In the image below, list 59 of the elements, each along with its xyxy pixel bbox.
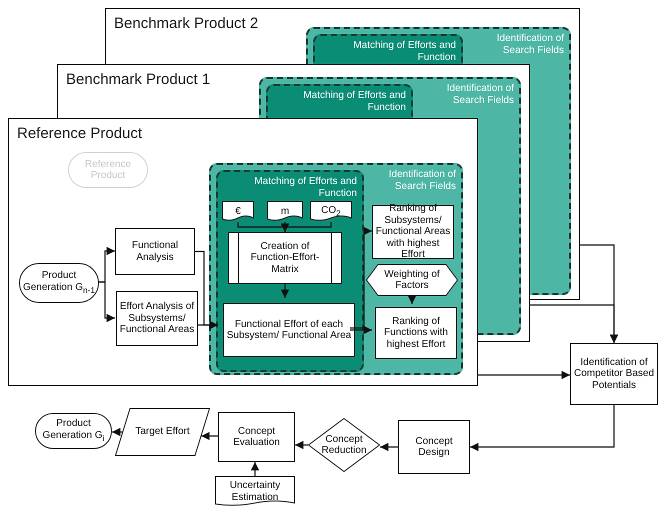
node-label: Product Generation G$_{n-1}$: [22, 270, 96, 296]
node-label: Product Generation G$_{i}$: [42, 418, 106, 444]
process-box: [115, 228, 195, 275]
connector-arrow: [280, 284, 290, 298]
connector-arrow: [98, 281, 115, 322]
connector-arrow: [530, 304, 618, 343]
node-label: Ranking of Functions with highest Effort: [383, 316, 449, 350]
predefined-process-box: [228, 232, 342, 284]
document-shape: [310, 201, 352, 222]
decision-diamond: [308, 418, 380, 472]
node-label: Functional Effort of each Subsystem/ Functional Area: [226, 318, 352, 342]
connector-arrow: [250, 462, 260, 476]
document-shape: [222, 201, 254, 222]
node-label: Creation of Function-Effort-Matrix: [250, 240, 320, 276]
terminal-shape: [35, 413, 112, 449]
node-label: Target Effort: [135, 426, 190, 438]
panel-heading: Identification of Search Fields: [446, 83, 514, 106]
node-label: Ranking of Subsystems/ Functional Areas with highest Effort: [375, 203, 451, 261]
sheet-title: Benchmark Product 1: [66, 71, 210, 88]
process-box: [398, 420, 470, 474]
sheet-title: Benchmark Product 2: [114, 15, 258, 32]
connector-arrow: [470, 405, 615, 452]
sheet-title: Reference Product: [17, 125, 142, 142]
panel-heading: Identification of Search Fields: [496, 33, 564, 56]
process-box: [570, 343, 658, 405]
process-box: [116, 291, 198, 346]
connector-arrow: [350, 226, 372, 329]
document-shape: [267, 201, 303, 222]
node-label: Weighting of Factors: [383, 268, 441, 292]
node-label: Functional Analysis: [130, 240, 180, 263]
process-box: [223, 303, 355, 357]
connector-arrow: [350, 326, 372, 334]
connector-arrow: [408, 296, 416, 304]
process-box: [218, 412, 295, 462]
connector-arrow: [380, 442, 398, 452]
connector-arrow: [197, 320, 218, 330]
data-parallelogram: [115, 408, 210, 456]
connector-arrow: [295, 440, 308, 450]
connector-arrow: [280, 222, 332, 232]
connector-arrow: [201, 432, 218, 440]
panel-heading: Matching of Efforts and Function: [352, 40, 456, 63]
node-label: CO$_{2}$: [321, 204, 341, 218]
connector-arrow: [112, 428, 122, 436]
panel-heading: Identification of Search Fields: [388, 169, 456, 192]
panel-heading: Matching of Efforts and Function: [302, 90, 406, 113]
document-shape: [215, 476, 295, 507]
node-label: Concept Evaluation: [232, 426, 281, 448]
terminal-shape: [68, 152, 148, 188]
process-box: [375, 307, 457, 359]
node-label: Identification of Competitor Based Potentials: [573, 356, 655, 392]
node-label: Effort Analysis of Subsystems/ Functional Areas: [119, 301, 195, 336]
panel-heading: Matching of Efforts and Function: [253, 176, 357, 199]
connector-arrow: [478, 370, 570, 380]
node-label: Concept Reduction: [320, 434, 368, 456]
node-label: €: [235, 206, 241, 218]
node-label: Concept Design: [414, 436, 454, 458]
terminal-shape: [19, 263, 99, 303]
node-label: m: [280, 206, 290, 218]
node-label: Uncertainty Estimation: [228, 480, 282, 503]
